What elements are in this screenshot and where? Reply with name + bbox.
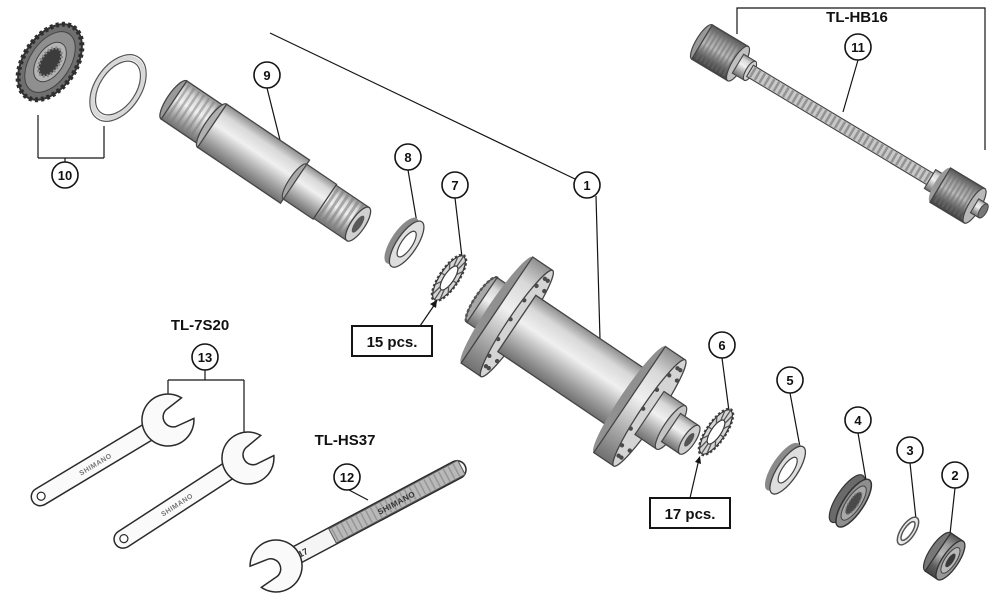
tl-hs37-wrench: SHIMANO 17 [249,459,467,593]
callout-3: 3 [896,436,924,464]
callout-number: 4 [854,413,862,428]
flat-washer-8 [384,217,425,268]
qty-box-17: 17 pcs. [649,456,731,529]
callout-number: 13 [198,350,212,365]
label-tl-hb16: TL-HB16 [826,9,888,26]
tl-hb16-tool [689,23,989,224]
callout-number: 1 [583,178,590,193]
arrowhead-17 [695,456,701,464]
leader-item13 [167,370,245,434]
leader-item5 [789,392,801,448]
leader-item3 [909,462,917,520]
seal-ring [896,516,920,546]
hub-body [460,256,701,467]
label-tl-7s20: TL-7S20 [171,317,229,334]
callout-9: 9 [253,61,281,89]
callout-number: 5 [786,373,793,388]
callout-1: 1 [573,171,601,199]
cone-dust-cap [828,474,873,528]
callout-12: 12 [333,463,361,491]
spoke-holes-right-flange [616,366,683,460]
leader-item12 [348,489,369,501]
centerlock-lockring [15,21,85,103]
callout-6: 6 [708,331,736,359]
leader-item7 [454,197,463,258]
callout-5: 5 [776,366,804,394]
leader-item9 [266,87,281,141]
callout-number: 7 [451,178,458,193]
leader-item2 [949,487,956,535]
callout-2: 2 [941,461,969,489]
leader-lines [37,7,986,535]
callout-number: 6 [718,338,725,353]
callout-number: 10 [58,168,72,183]
leader-item11 [736,7,986,150]
snap-ring-washer [89,54,147,122]
callout-4: 4 [844,406,872,434]
leader-item1 [269,32,601,340]
callout-8: 8 [394,143,422,171]
serrated-washer-15 [430,253,468,303]
hub-axle [159,79,372,242]
arrowhead-15 [430,300,437,308]
cone-wrench-lower: SHIMANO [113,431,275,549]
callout-number: 3 [906,443,913,458]
callout-number: 8 [404,150,411,165]
serrated-washer-17 [697,407,735,457]
callout-number: 12 [340,470,354,485]
qty-17-label: 17 pcs. [665,506,716,523]
callout-number: 2 [951,468,958,483]
callout-10: 10 [51,161,79,189]
qty-15-label: 15 pcs. [367,334,418,351]
callout-7: 7 [441,171,469,199]
leader-item10 [37,115,105,162]
leader-item8 [407,169,418,224]
callout-13: 13 [191,343,219,371]
qty-box-15: 15 pcs. [351,300,437,357]
callout-number: 9 [263,68,270,83]
leader-item4 [857,432,867,481]
flat-washer-5 [764,442,807,495]
callout-11: 11 [844,33,872,61]
wrench-size-stamp: 17 [296,546,310,560]
leader-item6 [721,357,730,412]
end-nut [922,531,966,581]
callout-number: 11 [851,40,865,55]
label-tl-hs37: TL-HS37 [315,432,376,449]
